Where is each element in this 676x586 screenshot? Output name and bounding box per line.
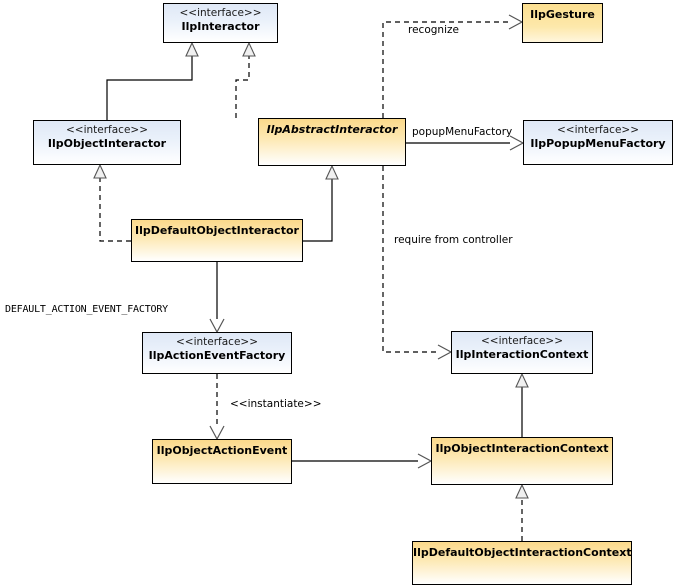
class-box-ilpobjectinteractioncontext[interactable]: IlpObjectInteractionContext: [431, 437, 613, 485]
edge-objectinteractor-to-interactor: [106, 41, 199, 120]
class-box-ilpactioneventfactory[interactable]: <<interface>> IlpActionEventFactory: [142, 332, 292, 374]
class-name-label: IlpInteractor: [181, 20, 260, 33]
class-name-label: IlpGesture: [530, 8, 595, 21]
class-name-label: IlpActionEventFactory: [148, 349, 286, 362]
edge-defaultobjectinteractioncontext-to-objectinteractioncontext: [515, 483, 529, 541]
class-name-label: IlpObjectInteractionContext: [435, 442, 609, 455]
edge-label-recognize: recognize: [408, 24, 459, 36]
class-box-ilpinteractor[interactable]: <<interface>> IlpInteractor: [163, 3, 278, 43]
edge-label-popup-menu-factory: popupMenuFactory: [412, 126, 513, 138]
edge-abstractinteractor-to-interactioncontext: [382, 166, 453, 360]
class-name-label: IlpAbstractInteractor: [266, 123, 398, 136]
edge-label-require-from-controller: require from controller: [394, 234, 513, 246]
class-box-ilppopupmenufactory[interactable]: <<interface>> IlpPopupMenuFactory: [523, 120, 673, 165]
stereotype-label: <<interface>>: [175, 336, 259, 348]
class-name-label: IlpDefaultObjectInteractor: [135, 224, 299, 237]
edge-label-default-action-event-factory: DEFAULT_ACTION_EVENT_FACTORY: [5, 304, 168, 315]
class-box-ilpobjectinteractor[interactable]: <<interface>> IlpObjectInteractor: [33, 120, 181, 165]
edge-abstractinteractor-to-popupmenufactory: [406, 135, 525, 151]
class-box-ilpobjectactionevent[interactable]: IlpObjectActionEvent: [152, 439, 292, 484]
class-name-label: IlpPopupMenuFactory: [530, 137, 666, 150]
class-box-ilpgesture[interactable]: IlpGesture: [522, 3, 603, 43]
stereotype-label: <<interface>>: [65, 124, 149, 136]
class-name-label: IlpDefaultObjectInteractionContext: [413, 546, 632, 559]
class-box-ilpdefaultobjectinteractor[interactable]: IlpDefaultObjectInteractor: [131, 219, 303, 262]
edge-label-instantiate: <<instantiate>>: [230, 398, 322, 410]
edge-abstractinteractor-to-interactor: [235, 41, 256, 118]
class-name-label: IlpInteractionContext: [455, 348, 589, 361]
edge-objectactionevent-to-objectinteractioncontext: [292, 453, 433, 469]
class-box-ilpdefaultobjectinteractioncontext[interactable]: IlpDefaultObjectInteractionContext: [412, 541, 632, 585]
edge-defaultobjectinteractor-to-objectinteractor: [93, 163, 131, 242]
class-box-ilpinteractioncontext[interactable]: <<interface>> IlpInteractionContext: [451, 331, 593, 374]
stereotype-label: <<interface>>: [556, 124, 640, 136]
class-name-label: IlpObjectActionEvent: [156, 444, 288, 457]
class-name-label: IlpObjectInteractor: [47, 137, 167, 150]
stereotype-label: <<interface>>: [179, 7, 262, 19]
stereotype-label: <<interface>>: [480, 335, 564, 347]
class-box-ilpabstractinteractor[interactable]: IlpAbstractInteractor: [258, 118, 406, 166]
edge-defaultobjectinteractor-to-abstractinteractor: [303, 164, 339, 242]
edge-actioneventfactory-to-objectactionevent: [209, 374, 225, 441]
edge-objectinteractioncontext-to-interactioncontext: [515, 372, 529, 437]
edge-defaultobjectinteractor-to-actioneventfactory: [209, 262, 225, 334]
